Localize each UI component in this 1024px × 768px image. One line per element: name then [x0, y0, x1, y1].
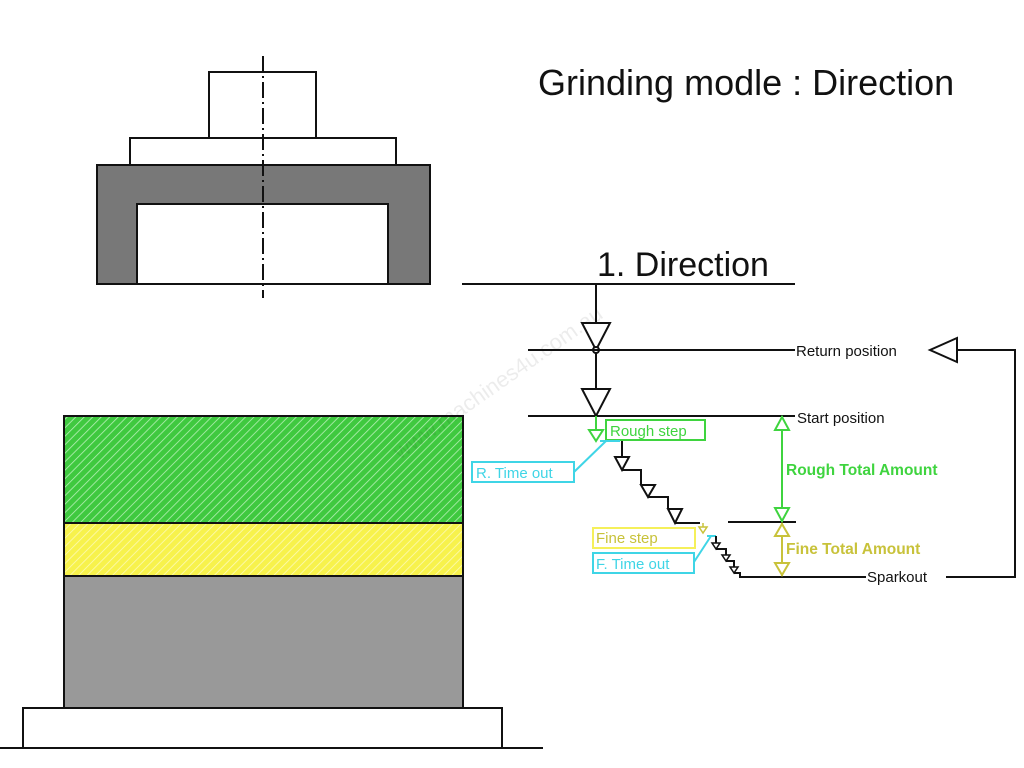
diagram-title: Grinding modle : Direction [538, 62, 954, 103]
fine-step-arrow-icon [728, 566, 740, 575]
fine-total-dimension: Fine Total Amount [773, 522, 920, 577]
r-timeout-label: R. Time out [476, 465, 554, 482]
dim-arrow-down-icon [773, 507, 791, 524]
f-timeout-label: F. Time out [596, 556, 670, 573]
rough-step-box [605, 419, 706, 441]
f-timeout-box [592, 552, 695, 574]
f-timeout-leader [693, 535, 712, 563]
fine-step-arrow-icon [697, 526, 709, 535]
rapid-down-arrow-icon [580, 322, 612, 353]
fine-step-box [592, 527, 696, 549]
watermark: www.machines4u.com.au [388, 301, 607, 465]
grinding-head [96, 56, 431, 298]
dim-arrow-down-icon [773, 562, 791, 577]
return-position-label: Return position [796, 343, 897, 360]
fine-staircase [710, 536, 866, 578]
workpiece-layer-base [63, 575, 464, 709]
rough-total-dimension: Rough Total Amount [773, 414, 938, 524]
rough-step-arrow-icon [666, 508, 684, 526]
workpiece [0, 415, 543, 749]
return-loop-path [946, 349, 1016, 578]
workpiece-layer-fine [63, 522, 464, 577]
fine-step-arrow-icon [720, 554, 732, 563]
dim-arrow-up-icon [773, 522, 791, 537]
sparkout-label: Sparkout [867, 569, 928, 586]
start-position-label: Start position [797, 410, 885, 427]
approach-down-arrow-icon [580, 388, 612, 419]
rough-step-arrow-icon [639, 484, 657, 499]
fine-step-label: Fine step [596, 530, 658, 547]
fine-step-arrow-icon [710, 542, 722, 551]
machine-table [22, 707, 503, 749]
fine-total-label: Fine Total Amount [786, 541, 920, 558]
rough-staircase [613, 441, 700, 526]
section-title: 1. Direction [597, 246, 769, 284]
r-timeout-box [471, 461, 575, 483]
fine-step-path [715, 536, 866, 578]
rough-step-arrow-icon [587, 429, 605, 443]
rough-step-path [621, 441, 700, 524]
workpiece-layer-rough [63, 415, 464, 524]
r-timeout-leader [573, 440, 607, 473]
rough-step-label: Rough step [610, 423, 687, 440]
rough-total-label: Rough Total Amount [786, 462, 938, 479]
rough-step-arrow-icon [613, 456, 631, 473]
dim-arrow-up-icon [773, 414, 791, 431]
return-arrow-icon [927, 336, 958, 364]
